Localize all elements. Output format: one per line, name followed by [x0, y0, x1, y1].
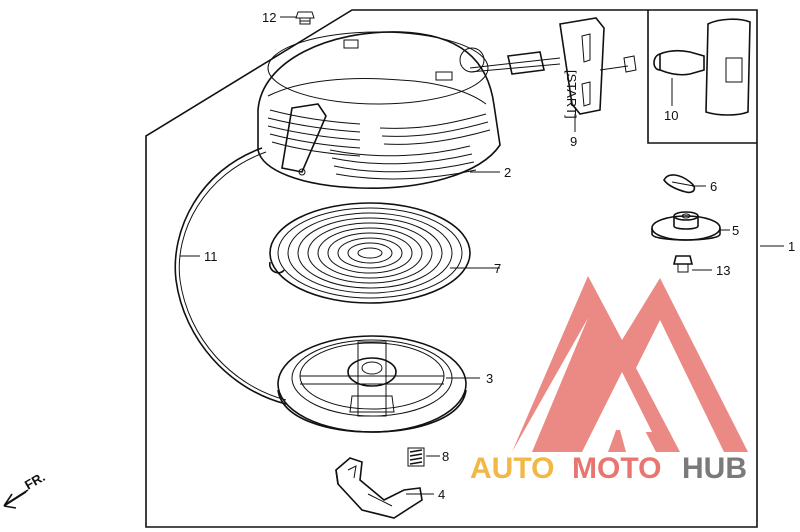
watermark-hub: HUB: [682, 452, 747, 485]
label-4: 4: [438, 487, 445, 502]
label-13: 13: [716, 263, 730, 278]
starter-cover-icon: [257, 31, 501, 189]
starter-handle-icon: [469, 17, 637, 115]
label-2: 2: [504, 165, 511, 180]
small-spring-icon: [407, 447, 425, 467]
label-12: 12: [262, 10, 276, 25]
inset-box: [647, 10, 757, 144]
watermark-moto: MOTO: [572, 452, 661, 485]
bolt-13-icon: [672, 255, 694, 273]
handle-10-icon: [653, 18, 751, 116]
front-arrow-icon: [3, 489, 29, 509]
automotohub-logo: [512, 276, 748, 452]
label-6: 6: [710, 179, 717, 194]
cover-ribs: [267, 109, 491, 180]
clip-icon: [663, 174, 696, 194]
starter-rope: [174, 147, 287, 405]
label-10: 10: [664, 108, 678, 123]
label-8: 8: [442, 449, 449, 464]
front-marker: FR.: [22, 469, 48, 492]
label-3: 3: [486, 371, 493, 386]
label-9: 9: [570, 134, 577, 149]
reel-pulley-icon: [277, 335, 467, 433]
friction-plate-icon: [651, 211, 721, 241]
label-11: 11: [204, 249, 218, 264]
handle-start-text: [START]: [564, 70, 579, 119]
ratchet-pawl-icon: [335, 457, 423, 519]
bolt-12-icon: [295, 11, 315, 25]
recoil-spring-icon: [269, 202, 471, 304]
label-7: 7: [494, 261, 501, 276]
assembly-frame: [145, 9, 758, 528]
label-5: 5: [732, 223, 739, 238]
label-1: 1: [788, 239, 795, 254]
watermark-auto: AUTO: [470, 452, 554, 485]
